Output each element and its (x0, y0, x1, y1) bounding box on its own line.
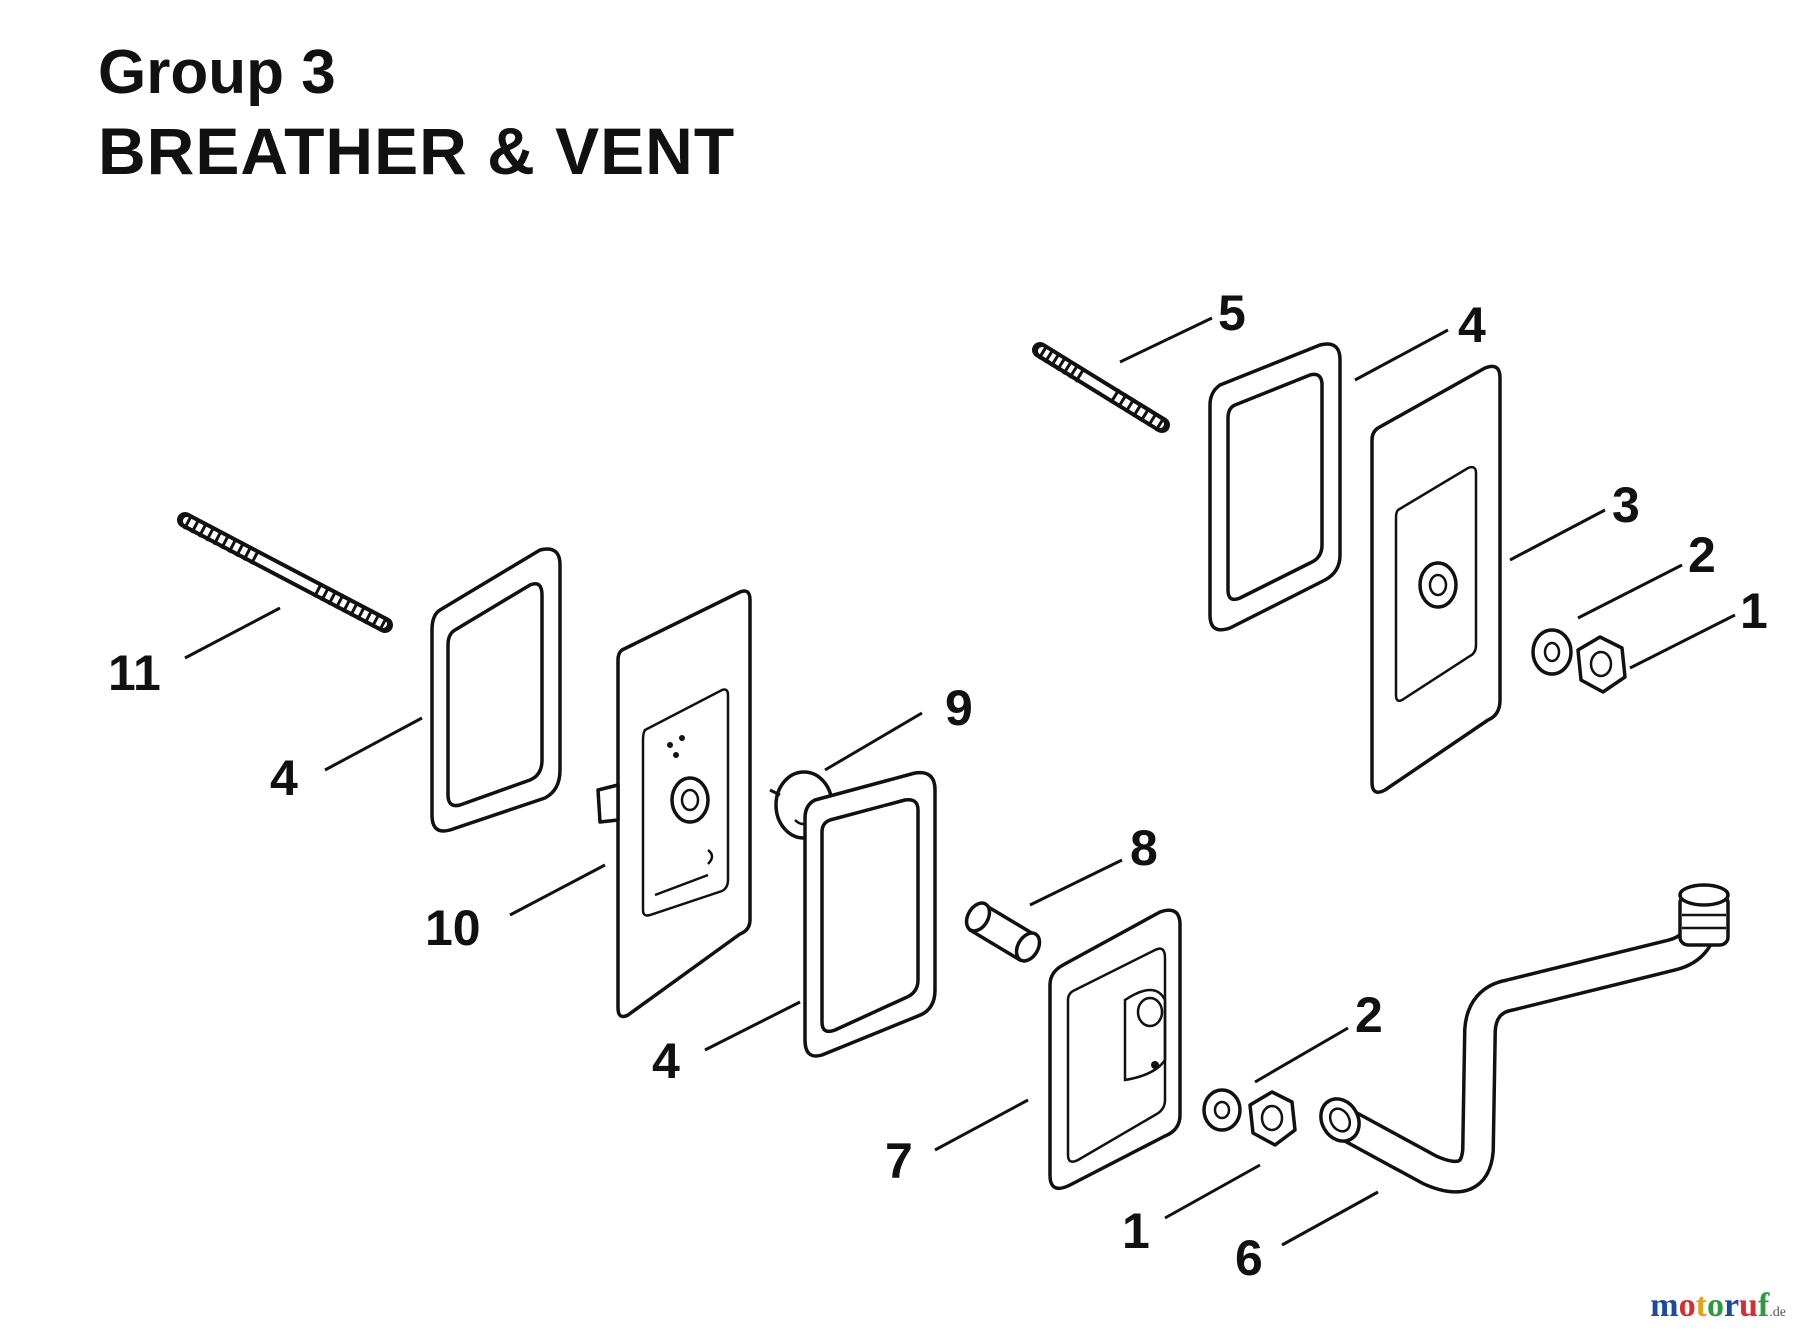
callout-4-right: 4 (1458, 297, 1486, 353)
thread-mark (1068, 363, 1080, 379)
part-5-stud (1032, 342, 1170, 433)
callout-4-middle: 4 (652, 1033, 680, 1089)
watermark-letter: t (1695, 1287, 1707, 1324)
watermark-letter: u (1739, 1287, 1758, 1324)
thread-mark (197, 521, 208, 538)
motoruf-watermark: motoruf.de (1650, 1287, 1786, 1325)
thread-mark (320, 585, 331, 602)
part-10-breather-cover (596, 589, 752, 1019)
thread-mark (356, 604, 367, 621)
title-group: Group 3 (98, 38, 336, 107)
part-7-reed-plate (1048, 908, 1182, 1191)
thread-mark (182, 514, 194, 530)
watermark-letter: o (1678, 1287, 1696, 1324)
callout-1-top: 1 (1740, 583, 1768, 639)
callout-2-top: 2 (1688, 527, 1716, 583)
part-6-vent-tube (1319, 883, 1730, 1194)
callout-5: 5 (1218, 285, 1246, 341)
thread-mark (341, 597, 352, 613)
thread-mark (1139, 407, 1151, 423)
thread-mark (377, 616, 389, 632)
part-4-gasket-left (430, 547, 562, 833)
thread-mark (205, 525, 216, 542)
callout-1-bottom: 1 (1122, 1203, 1150, 1259)
title-name: BREATHER & VENT (98, 114, 736, 188)
thread-mark (370, 612, 381, 629)
watermark-letter: m (1650, 1287, 1679, 1324)
thread-mark (1074, 367, 1086, 383)
thread-mark (312, 582, 324, 598)
thread-mark (1124, 397, 1136, 413)
thread-mark (1116, 393, 1129, 409)
callout-8: 8 (1130, 820, 1158, 876)
thread-mark (1049, 352, 1061, 368)
thread-mark (334, 593, 345, 610)
part-1-nut-top (1576, 635, 1627, 694)
thread-mark (363, 608, 374, 625)
callout-11: 11 (108, 645, 161, 701)
thread-mark (1062, 359, 1074, 375)
thread-mark (1154, 416, 1166, 432)
thread-mark (1109, 388, 1121, 404)
thread-mark (212, 529, 223, 546)
thread-mark (227, 537, 238, 554)
watermark-logo: motoruf (1650, 1287, 1769, 1324)
watermark-letter: r (1723, 1287, 1740, 1324)
watermark-letter: f (1757, 1287, 1770, 1324)
thread-mark (327, 589, 338, 606)
thread-mark (190, 518, 201, 534)
leader-lines (184, 316, 1736, 1247)
thread-mark (1043, 348, 1055, 364)
watermark-suffix: .de (1769, 1305, 1786, 1320)
part-4-gasket-middle (803, 770, 937, 1058)
callout-7: 7 (885, 1133, 913, 1189)
callout-4-left: 4 (270, 750, 298, 806)
callout-3: 3 (1612, 477, 1640, 533)
part-2-washer-top (1531, 628, 1573, 676)
watermark-letter: o (1706, 1287, 1724, 1324)
part-11-stud (177, 512, 393, 633)
callout-labels: 11 4 10 9 4 5 4 3 2 1 8 7 2 1 6 (108, 285, 1768, 1286)
thread-mark (220, 533, 231, 550)
thread-mark (349, 601, 360, 617)
callout-10: 10 (425, 900, 481, 956)
thread-mark (1056, 355, 1067, 372)
thread-mark (242, 545, 253, 561)
part-2-washer-bottom (1202, 1088, 1242, 1132)
callout-2-bottom: 2 (1355, 987, 1383, 1043)
thread-mark (1037, 344, 1049, 360)
thread-mark (1146, 411, 1159, 427)
part-3-breather-cover (1370, 364, 1502, 794)
callout-6: 6 (1235, 1230, 1263, 1286)
callout-9: 9 (945, 680, 973, 736)
thread-mark (235, 541, 246, 558)
part-8-bushing (964, 901, 1042, 963)
part-1-nut-bottom (1248, 1090, 1297, 1147)
thread-mark (249, 549, 261, 565)
part-4-gasket-right (1208, 342, 1342, 632)
diagram-title: Group 3 BREATHER & VENT (98, 38, 736, 188)
thread-mark (1131, 402, 1144, 418)
